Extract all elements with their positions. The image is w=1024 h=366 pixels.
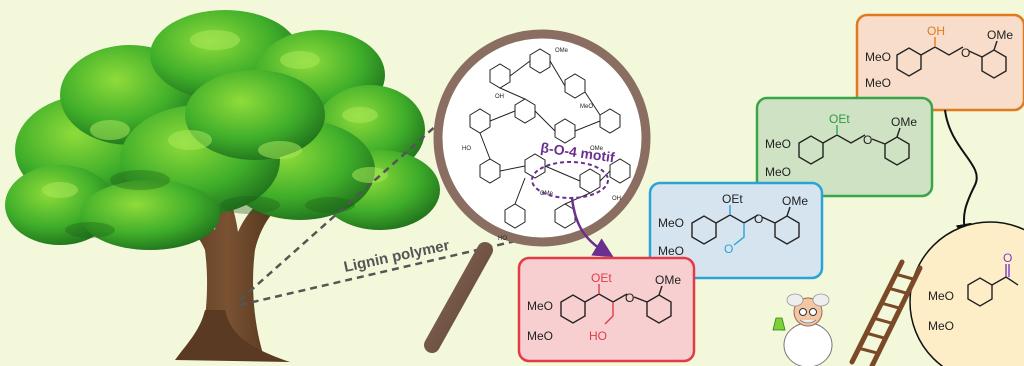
compound-red-ether: O xyxy=(625,291,634,305)
compound-orange-ome-1: MeO xyxy=(865,50,891,64)
compound-blue-carbonyl: O xyxy=(724,242,733,256)
lignin-polymer-label: Lignin polymer xyxy=(342,237,451,276)
svg-text:OH: OH xyxy=(495,94,504,100)
compound-green-ome-ring: OMe xyxy=(891,115,917,129)
compound-box-red: MeO MeO OEt O OMe HO xyxy=(517,256,696,363)
compound-box-blue: MeO MeO OEt O OMe O xyxy=(648,181,824,280)
compound-green-oet: OEt xyxy=(829,112,850,126)
compound-blue-ome-ring: OMe xyxy=(782,194,808,208)
magnifier-handle xyxy=(424,242,493,353)
compound-orange-ether: O xyxy=(961,46,970,60)
magnifying-glass: OMe OH MeO HO OMe OMe HO OH β-O-4 motif xyxy=(424,29,651,353)
compound-red-ome-2: MeO xyxy=(527,329,553,343)
product-ome-1: MeO xyxy=(928,289,954,303)
svg-text:HO: HO xyxy=(498,236,507,242)
compound-blue-ether: O xyxy=(754,212,763,226)
compound-red-ome-ring: OMe xyxy=(655,273,681,287)
zoom-line-upper xyxy=(239,99,466,301)
compound-green-ether: O xyxy=(863,133,872,147)
compound-green-ome-1: MeO xyxy=(765,137,791,151)
compound-blue-structure: MeO MeO OEt O OMe O xyxy=(658,192,808,258)
scientist-illustration xyxy=(772,293,833,366)
compound-box-orange: MeO MeO OH O OMe xyxy=(855,13,1024,112)
compound-red-oet: OEt xyxy=(591,271,612,285)
svg-text:OH: OH xyxy=(612,196,621,202)
compound-orange-ome-ring: OMe xyxy=(987,28,1013,42)
lignin-network-sketch xyxy=(469,48,631,229)
compound-blue-ome-2: MeO xyxy=(658,244,684,258)
product-circle: MeO MeO O xyxy=(909,221,1024,366)
compound-orange-structure: MeO MeO OH O OMe xyxy=(865,24,1013,90)
compound-green-structure: MeO MeO OEt O OMe xyxy=(765,112,917,179)
compound-green-ome-2: MeO xyxy=(765,165,791,179)
compound-red-ome-1: MeO xyxy=(527,299,553,313)
svg-text:OMe: OMe xyxy=(540,191,554,197)
compound-blue-ome-1: MeO xyxy=(658,216,684,230)
product-ome-2: MeO xyxy=(928,319,954,333)
motif-highlight xyxy=(531,161,609,199)
magnifier-lens xyxy=(433,29,651,247)
compound-red-structure: MeO MeO OEt O OMe HO xyxy=(527,271,681,343)
ladder-illustration xyxy=(849,259,923,366)
compound-orange-ome-2: MeO xyxy=(865,76,891,90)
product-carbonyl: O xyxy=(1003,251,1012,265)
compound-red-hydroxyl: HO xyxy=(589,329,607,343)
compound-blue-oet: OEt xyxy=(722,192,743,206)
tree-illustration xyxy=(5,10,440,362)
svg-text:MeO: MeO xyxy=(580,104,593,110)
lignin-network-labels: OMe OH MeO HO OMe OMe HO OH xyxy=(462,48,621,242)
svg-text:HO: HO xyxy=(462,146,471,152)
compound-box-green: MeO MeO OEt O OMe xyxy=(755,96,934,198)
svg-text:OMe: OMe xyxy=(555,48,569,54)
svg-text:OMe: OMe xyxy=(590,146,604,152)
motif-arrow xyxy=(570,197,614,258)
reaction-arrow xyxy=(944,109,978,240)
compound-orange-hydroxyl: OH xyxy=(927,24,945,38)
